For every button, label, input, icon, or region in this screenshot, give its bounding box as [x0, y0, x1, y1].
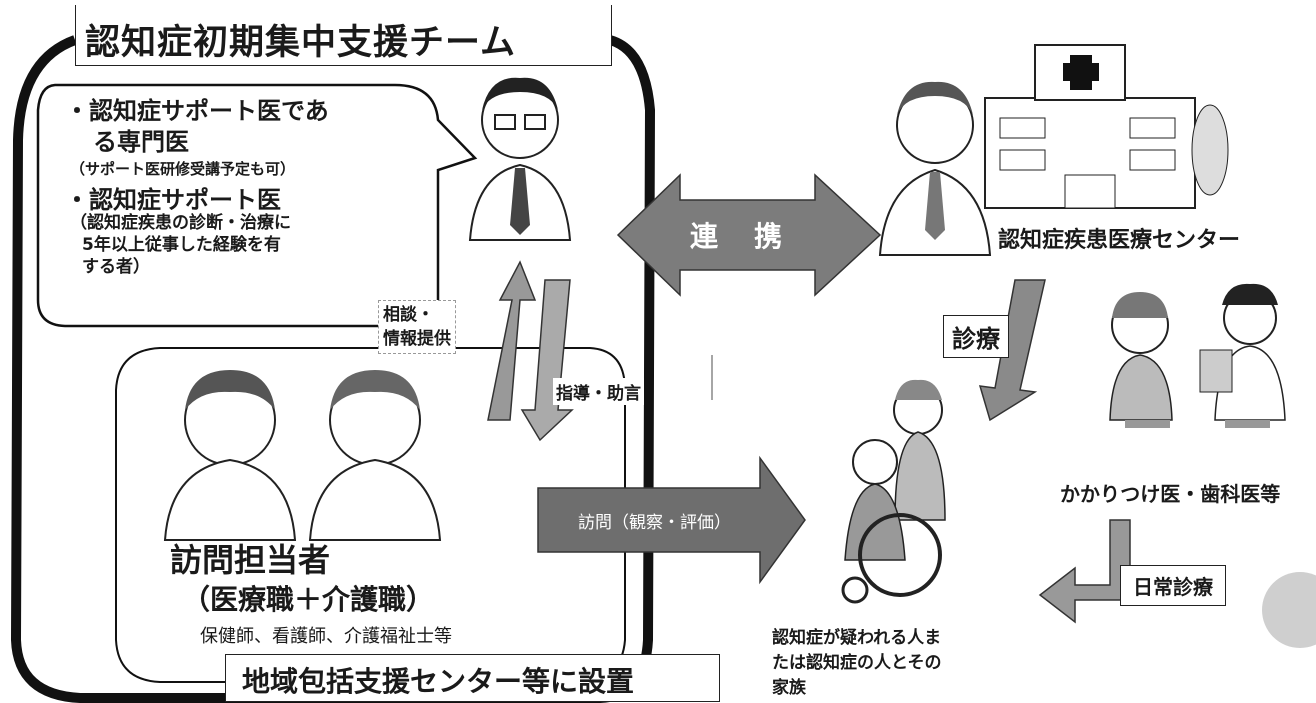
- renkei-arrow: [616, 173, 882, 297]
- center-doctor-illustration: [878, 81, 992, 256]
- family-doctor-illustration: [1109, 283, 1286, 428]
- visit-label: 訪問（観察・評価）: [578, 513, 731, 533]
- sd-line3: （サポート医研修受講予定も可）: [70, 160, 296, 178]
- family-doctor-label: かかりつけ医・歯科医等: [1060, 482, 1281, 506]
- visitor-illustrations: [163, 370, 442, 541]
- patient-label: 認知症が疑われる人ま たは認知症の人とその 家族: [772, 626, 942, 701]
- renkei-label: 連 携: [690, 220, 787, 253]
- daily-care-arrow: [1038, 519, 1131, 624]
- sd-line6: 5年以上従事した経験を有: [82, 235, 281, 255]
- patient-family-illustration: [841, 379, 946, 604]
- consult-label-1: 相談・: [383, 305, 434, 325]
- support-doctor-text: ・認知症サポート医であ る専門医: [65, 96, 329, 158]
- team-doctor-illustration: [468, 77, 572, 241]
- visitor-title: 訪問担当者: [170, 541, 331, 579]
- consult-label: 相談・ 情報提供: [378, 300, 456, 354]
- sd-line2: る専門医: [93, 128, 189, 156]
- visitor-subtitle: （医療職＋介護職）: [182, 583, 435, 616]
- diagnosis-arrow: [978, 279, 1046, 422]
- daily-care-label: 日常診療: [1120, 565, 1226, 606]
- consult-arrow: [487, 260, 537, 421]
- sd-line4: ・認知症サポート医: [65, 186, 281, 214]
- diagnosis-label: 診療: [943, 315, 1009, 358]
- visitor-examples: 保健師、看護師、介護福祉士等: [200, 626, 452, 647]
- sd-line5-7: （認知症疾患の診断・治療に 5年以上従事した経験を有 する者）: [70, 212, 291, 278]
- guidance-label: 指導・助言: [553, 378, 644, 405]
- sd-line7: する者）: [82, 257, 150, 277]
- patient-label-2: たは認知症の人とその: [772, 653, 942, 673]
- patient-label-1: 認知症が疑われる人ま: [772, 628, 942, 648]
- corner-circle: [1262, 572, 1316, 648]
- sd-line1: ・認知症サポート医であ: [65, 97, 329, 125]
- patient-label-3: 家族: [772, 678, 806, 698]
- title-box: [75, 5, 612, 66]
- team-frame: [10, 35, 656, 703]
- sd-line5: （認知症疾患の診断・治療に: [70, 213, 291, 233]
- setup-label: 地域包括支援センター等に設置: [225, 654, 720, 702]
- visit-arrow: [537, 455, 806, 585]
- hospital-illustration: [984, 44, 1229, 209]
- team-title: 認知症初期集中支援チーム: [85, 23, 516, 63]
- medical-center-label: 認知症疾患医療センター: [998, 228, 1241, 253]
- guidance-arrow: [520, 279, 574, 442]
- consult-label-2: 情報提供: [383, 329, 451, 349]
